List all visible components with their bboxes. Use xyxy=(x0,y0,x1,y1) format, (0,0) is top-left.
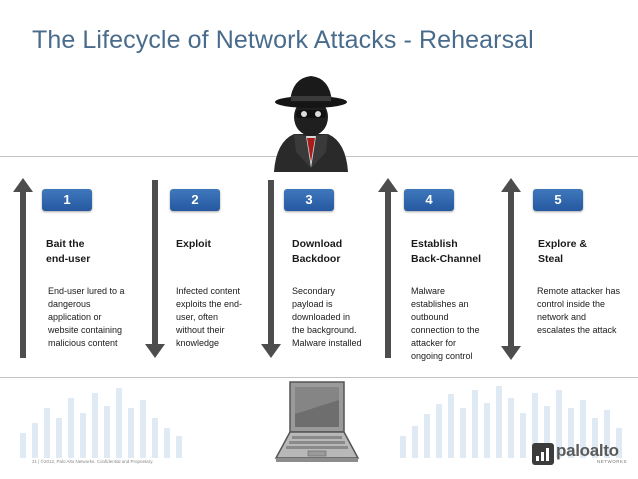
up-arrow-icon xyxy=(378,178,398,358)
double-arrow-icon xyxy=(501,178,521,360)
page-title: The Lifecycle of Network Attacks - Rehea… xyxy=(32,26,534,54)
down-arrow-icon xyxy=(145,180,165,358)
step-4-badge: 4 xyxy=(404,189,454,211)
step-1-badge: 1 xyxy=(42,189,92,211)
step-2-heading: Exploit xyxy=(176,238,212,250)
step-5-badge: 5 xyxy=(533,189,583,211)
up-arrow-icon xyxy=(13,178,33,358)
paloalto-logo-icon xyxy=(532,443,554,465)
footer-copyright: 21 | ©2012, Palo Alto Networks. Confiden… xyxy=(32,459,154,464)
step-5-heading: Explore &Steal xyxy=(538,238,588,265)
spy-hacker-icon xyxy=(274,76,348,172)
step-3-badge: 3 xyxy=(284,189,334,211)
down-arrow-icon xyxy=(261,180,281,358)
logo-subtext: NETWORKS xyxy=(597,459,628,464)
step-2-badge: 2 xyxy=(170,189,220,211)
laptop-icon xyxy=(274,381,360,462)
logo-wordmark: paloalto xyxy=(556,441,619,460)
decorative-bars-background xyxy=(20,386,622,458)
